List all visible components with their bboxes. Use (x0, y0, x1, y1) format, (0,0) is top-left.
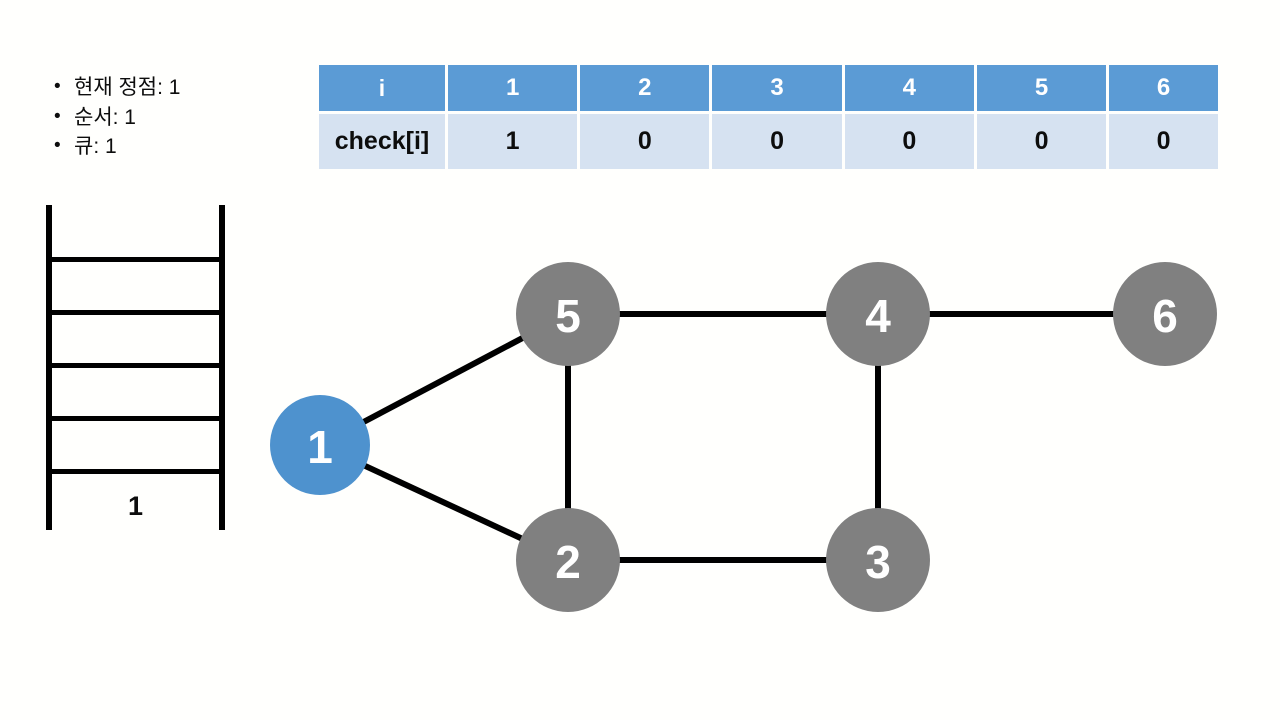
graph-edges (318, 311, 1165, 563)
graph-node-2[interactable]: 2 (516, 508, 620, 612)
node-circle-4[interactable] (826, 262, 930, 366)
node-circle-6[interactable] (1113, 262, 1217, 366)
node-label-6: 6 (1152, 290, 1178, 342)
queue-divider (46, 363, 225, 368)
table-cell-check-label: check[i] (319, 114, 448, 169)
table-cell-check-6: 0 (1109, 114, 1218, 169)
queue-divider (46, 416, 225, 421)
queue-divider (46, 469, 225, 474)
node-label-5: 5 (555, 290, 581, 342)
table-row: check[i] 1 0 0 0 0 0 (319, 114, 1218, 169)
node-circle-5[interactable] (516, 262, 620, 366)
node-circle-3[interactable] (826, 508, 930, 612)
status-item-label: 순서: 1 (74, 105, 136, 129)
queue-divider (46, 310, 225, 315)
table-cell-check-3: 0 (712, 114, 845, 169)
status-item-current-vertex: 현재 정점: 1 (52, 72, 302, 103)
table-header-cell-6: 6 (1109, 65, 1218, 114)
table-cell-check-5: 0 (976, 114, 1110, 169)
table-header-cell-4: 4 (844, 65, 977, 114)
status-list: 현재 정점: 1 순서: 1 큐: 1 (52, 72, 302, 162)
status-item-label: 큐: 1 (74, 135, 117, 158)
queue-divider (46, 257, 225, 262)
table-cell-check-4: 0 (844, 114, 977, 169)
node-label-2: 2 (555, 536, 581, 588)
check-table: i 1 2 3 4 5 6 check[i] 1 0 0 0 0 0 (319, 65, 1218, 169)
node-circle-2[interactable] (516, 508, 620, 612)
node-label-4: 4 (865, 290, 891, 342)
graph-node-5[interactable]: 5 (516, 262, 620, 366)
status-item-order: 순서: 1 (52, 102, 302, 133)
node-circle-1[interactable] (270, 395, 370, 495)
queue-structure: 1 (46, 205, 225, 530)
table-cell-check-1: 1 (448, 114, 581, 169)
graph-node-6[interactable]: 6 (1113, 262, 1217, 366)
status-item-label: 현재 정점: 1 (74, 76, 181, 99)
table-header-row: i 1 2 3 4 5 6 (319, 65, 1218, 114)
table-header-cell-5: 5 (976, 65, 1110, 114)
table-header-cell-index: i (319, 65, 448, 114)
graph-node-3[interactable]: 3 (826, 508, 930, 612)
node-label-3: 3 (865, 536, 891, 588)
graph-node-1[interactable]: 1 (270, 395, 370, 495)
table-cell-check-2: 0 (580, 114, 713, 169)
queue-cell-6: 1 (127, 491, 144, 521)
graph-nodes: 5 4 6 2 3 1 (270, 262, 1217, 612)
graph-node-4[interactable]: 4 (826, 262, 930, 366)
table-header-cell-3: 3 (712, 65, 845, 114)
status-item-queue: 큐: 1 (52, 131, 302, 162)
node-label-1: 1 (307, 421, 333, 473)
table-header-cell-2: 2 (580, 65, 713, 114)
table-header-cell-1: 1 (448, 65, 581, 114)
